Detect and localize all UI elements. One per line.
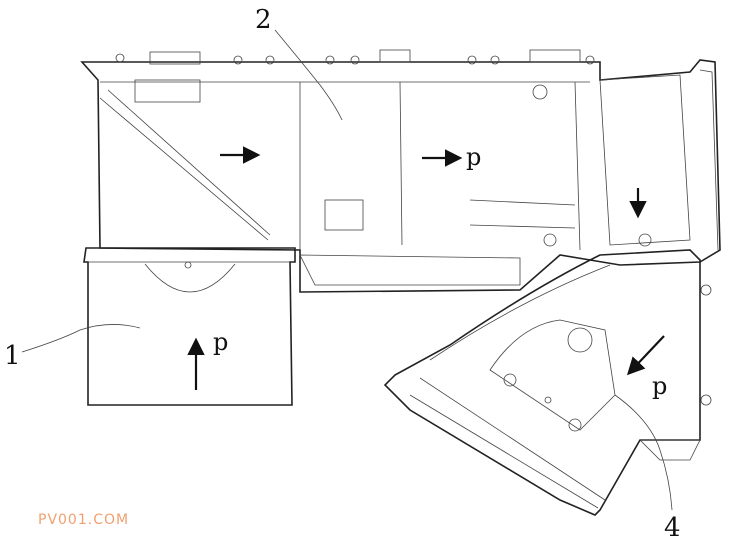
flow-arrows: [187, 146, 665, 390]
watermark: PV001.COM: [38, 512, 130, 528]
pressure-label: p: [652, 372, 667, 400]
arrow-diagonal-icon: [626, 335, 665, 376]
inlet-duct-part-1: [83, 247, 296, 406]
part-label-1: 1: [4, 341, 21, 371]
leader-lines: [21, 29, 673, 511]
upper-housing: [80, 49, 721, 406]
outlet-duct-part-4: [383, 249, 701, 516]
pressure-label: p: [213, 328, 228, 356]
part-label-4: 4: [664, 513, 681, 543]
pressure-label: p: [466, 143, 481, 171]
part-label-2: 2: [255, 5, 272, 35]
